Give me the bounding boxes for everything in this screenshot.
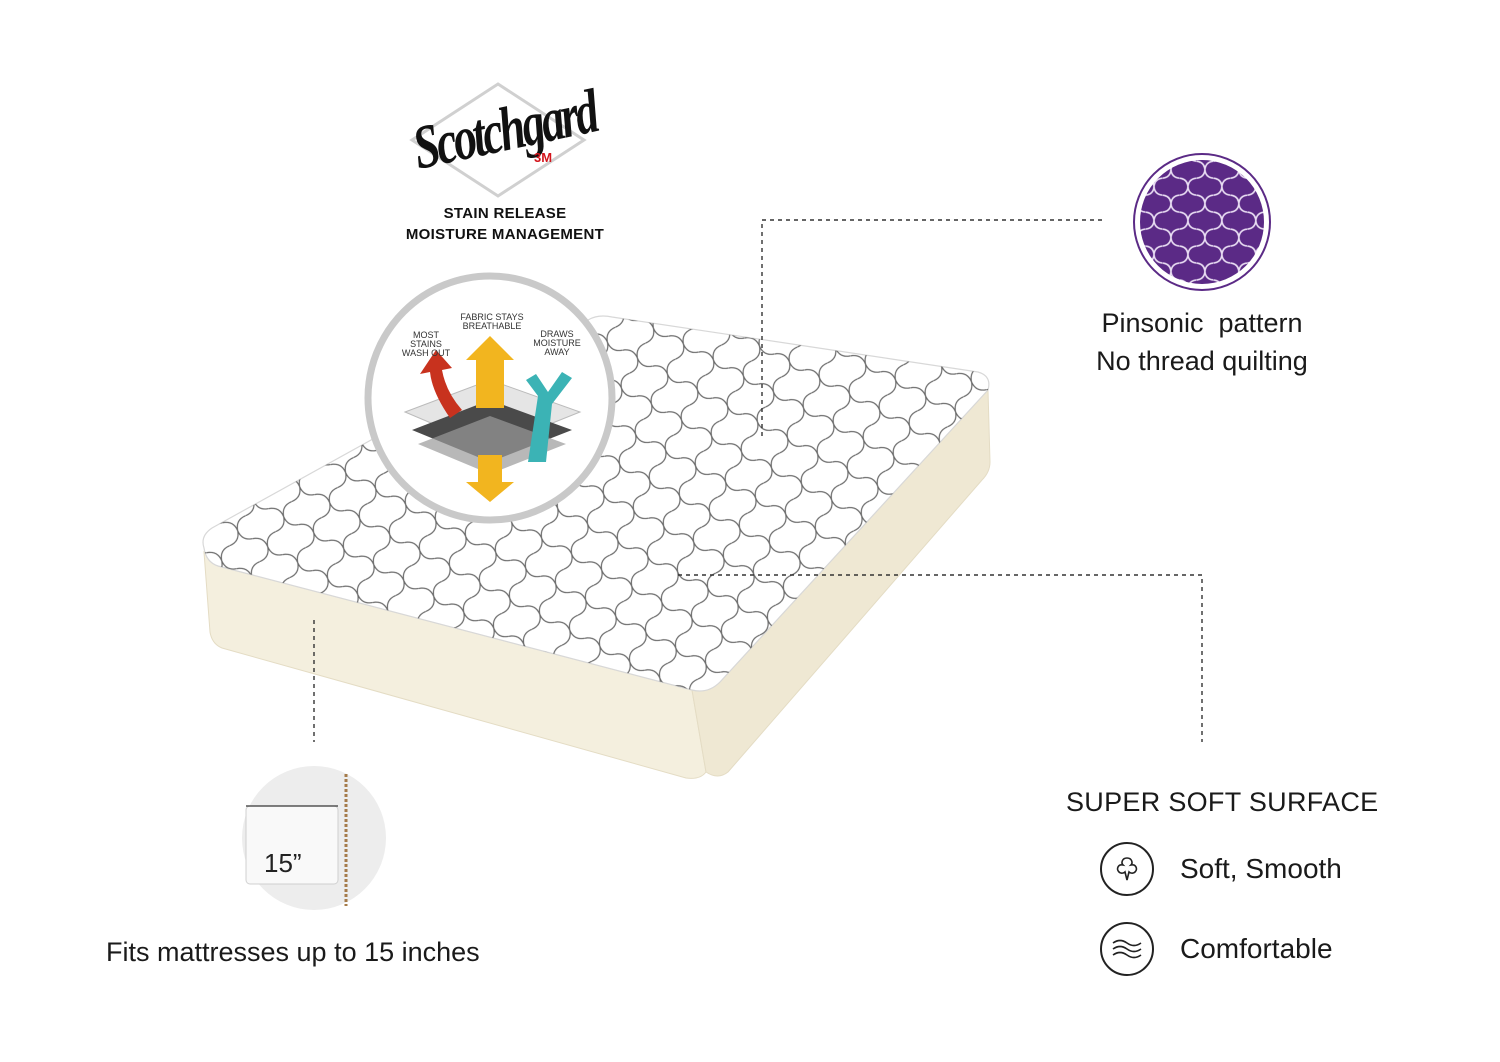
surface-title: SUPER SOFT SURFACE: [1066, 787, 1379, 817]
tech-label-moisture: DRAWS MOISTURE AWAY: [533, 329, 581, 357]
scotchgard-tech-diagram: [364, 272, 616, 524]
connector-lines: [313, 219, 1203, 742]
depth-label: 15”: [264, 848, 302, 878]
surface-item-comfortable: Comfortable: [1180, 933, 1333, 964]
fits-caption: Fits mattresses up to 15 inches: [106, 937, 480, 967]
pinsonic-title: Pinsonic pattern: [1101, 308, 1303, 338]
waves-icon: [1100, 922, 1154, 976]
tech-label-stains: MOST STAINS WASH OUT: [401, 330, 451, 358]
logo-3m-mark: 3M: [534, 150, 553, 165]
logo-diamond: [409, 82, 587, 198]
tagline-stain-release: STAIN RELEASE: [443, 205, 567, 222]
scotchgard-logo: Scotchgard 3M: [407, 76, 602, 200]
tech-label-breathable: FABRIC STAYS BREATHABLE: [460, 312, 524, 331]
tagline-moisture: MOISTURE MANAGEMENT: [405, 226, 605, 243]
surface-item-soft: Soft, Smooth: [1180, 853, 1342, 884]
pinsonic-swatch: [1133, 153, 1271, 291]
cotton-icon: [1100, 842, 1154, 896]
pinsonic-subtitle: No thread quilting: [1096, 346, 1308, 376]
mattress-depth-photo: [242, 766, 386, 910]
